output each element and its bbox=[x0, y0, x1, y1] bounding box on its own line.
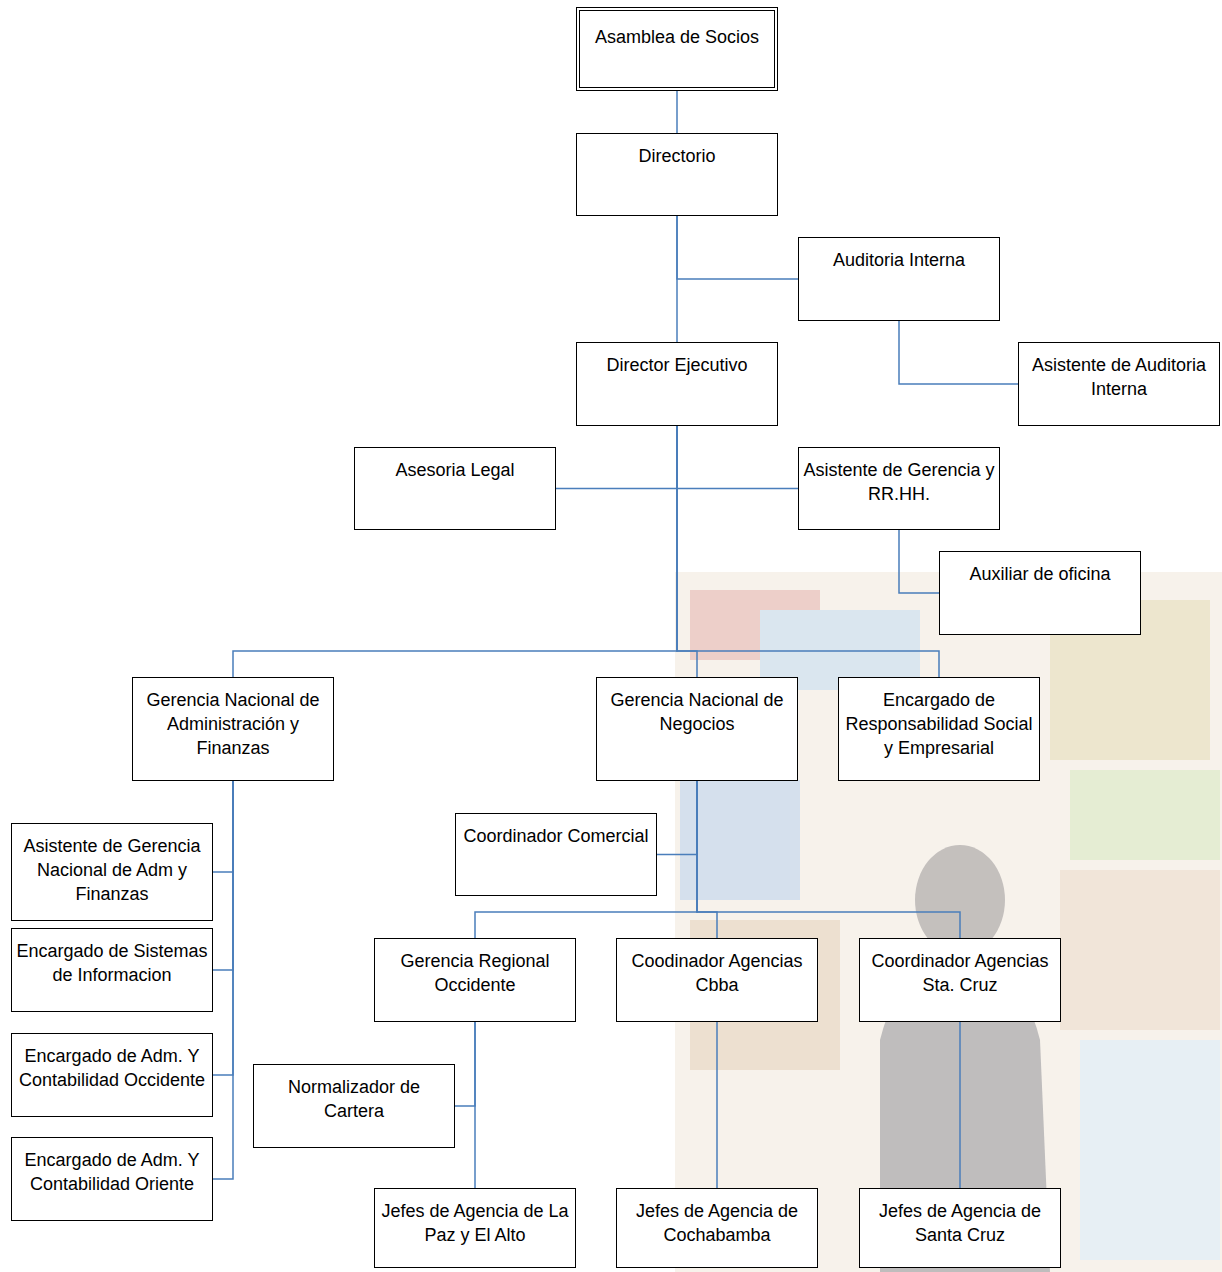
org-box: Auditoria Interna bbox=[798, 237, 1000, 321]
org-connector bbox=[213, 781, 233, 1075]
box-label: Director Ejecutivo bbox=[581, 353, 773, 377]
org-box: Jefes de Agencia de La Paz y El Alto bbox=[374, 1188, 576, 1268]
org-connector bbox=[677, 216, 798, 279]
box-label: Gerencia Nacional de Administración y Fi… bbox=[137, 688, 329, 760]
org-box: Encargado de Sistemas de Informacion bbox=[11, 928, 213, 1012]
box-label: Encargado de Sistemas de Informacion bbox=[16, 939, 208, 987]
org-box: Encargado de Responsabilidad Social y Em… bbox=[838, 677, 1040, 781]
shelf-item bbox=[1060, 870, 1220, 1030]
org-connector bbox=[455, 1022, 475, 1106]
box-label: Jefes de Agencia de La Paz y El Alto bbox=[379, 1199, 571, 1247]
org-connector bbox=[677, 426, 697, 677]
org-connector bbox=[697, 781, 960, 938]
org-box: Jefes de Agencia de Santa Cruz bbox=[859, 1188, 1061, 1268]
org-connector bbox=[899, 530, 939, 593]
org-connector bbox=[676, 91, 678, 133]
org-box: Auxiliar de oficina bbox=[939, 551, 1141, 635]
box-label: Jefes de Agencia de Cochabamba bbox=[621, 1199, 813, 1247]
box-label: Encargado de Adm. Y Contabilidad Oriente bbox=[16, 1148, 208, 1196]
org-connector bbox=[676, 216, 678, 342]
org-box: Director Ejecutivo bbox=[576, 342, 778, 426]
org-connector bbox=[959, 1022, 961, 1188]
org-box: Asistente de Auditoria Interna bbox=[1018, 342, 1220, 426]
box-label: Encargado de Responsabilidad Social y Em… bbox=[843, 688, 1035, 760]
org-connector bbox=[213, 781, 233, 872]
box-label: Coordinador Comercial bbox=[460, 824, 652, 848]
box-label: Asistente de Auditoria Interna bbox=[1023, 353, 1215, 401]
org-connector bbox=[716, 1022, 718, 1188]
org-connector bbox=[213, 781, 233, 1179]
box-label: Jefes de Agencia de Santa Cruz bbox=[864, 1199, 1056, 1247]
org-connector bbox=[213, 781, 233, 970]
org-box: Coodinador Agencias Cbba bbox=[616, 938, 818, 1022]
org-box: Coordinador Agencias Sta. Cruz bbox=[859, 938, 1061, 1022]
org-box: Encargado de Adm. Y Contabilidad Occiden… bbox=[11, 1033, 213, 1117]
org-box: Gerencia Nacional de Negocios bbox=[596, 677, 798, 781]
shelf-item bbox=[1070, 770, 1220, 860]
org-connector bbox=[677, 426, 798, 489]
org-box: Normalizador de Cartera bbox=[253, 1064, 455, 1148]
box-label: Gerencia Regional Occidente bbox=[379, 949, 571, 997]
org-box: Gerencia Regional Occidente bbox=[374, 938, 576, 1022]
org-connector bbox=[474, 1022, 476, 1188]
box-label: Asamblea de Socios bbox=[584, 25, 770, 49]
box-label: Normalizador de Cartera bbox=[258, 1075, 450, 1123]
shelf-item bbox=[680, 780, 800, 900]
org-connector bbox=[556, 426, 677, 489]
shelf-item bbox=[1080, 1040, 1220, 1260]
box-label: Coodinador Agencias Cbba bbox=[621, 949, 813, 997]
org-connector bbox=[657, 781, 697, 855]
box-label: Gerencia Nacional de Negocios bbox=[601, 688, 793, 736]
box-label: Encargado de Adm. Y Contabilidad Occiden… bbox=[16, 1044, 208, 1092]
org-connector bbox=[697, 781, 717, 938]
org-box: Asistente de Gerencia Nacional de Adm y … bbox=[11, 823, 213, 921]
box-label: Auditoria Interna bbox=[803, 248, 995, 272]
org-connector bbox=[899, 321, 1018, 384]
box-label: Directorio bbox=[581, 144, 773, 168]
box-label: Coordinador Agencias Sta. Cruz bbox=[864, 949, 1056, 997]
box-label: Asistente de Gerencia Nacional de Adm y … bbox=[16, 834, 208, 906]
org-connector bbox=[233, 426, 677, 677]
org-box: Gerencia Nacional de Administración y Fi… bbox=[132, 677, 334, 781]
box-label: Auxiliar de oficina bbox=[944, 562, 1136, 586]
org-box: Directorio bbox=[576, 133, 778, 216]
org-box: Asesoria Legal bbox=[354, 447, 556, 530]
assembly-box: Asamblea de Socios bbox=[576, 7, 778, 91]
org-box: Asistente de Gerencia y RR.HH. bbox=[798, 447, 1000, 530]
org-box: Coordinador Comercial bbox=[455, 813, 657, 896]
org-box: Encargado de Adm. Y Contabilidad Oriente bbox=[11, 1137, 213, 1221]
org-box: Jefes de Agencia de Cochabamba bbox=[616, 1188, 818, 1268]
box-label: Asistente de Gerencia y RR.HH. bbox=[803, 458, 995, 506]
box-label: Asesoria Legal bbox=[359, 458, 551, 482]
